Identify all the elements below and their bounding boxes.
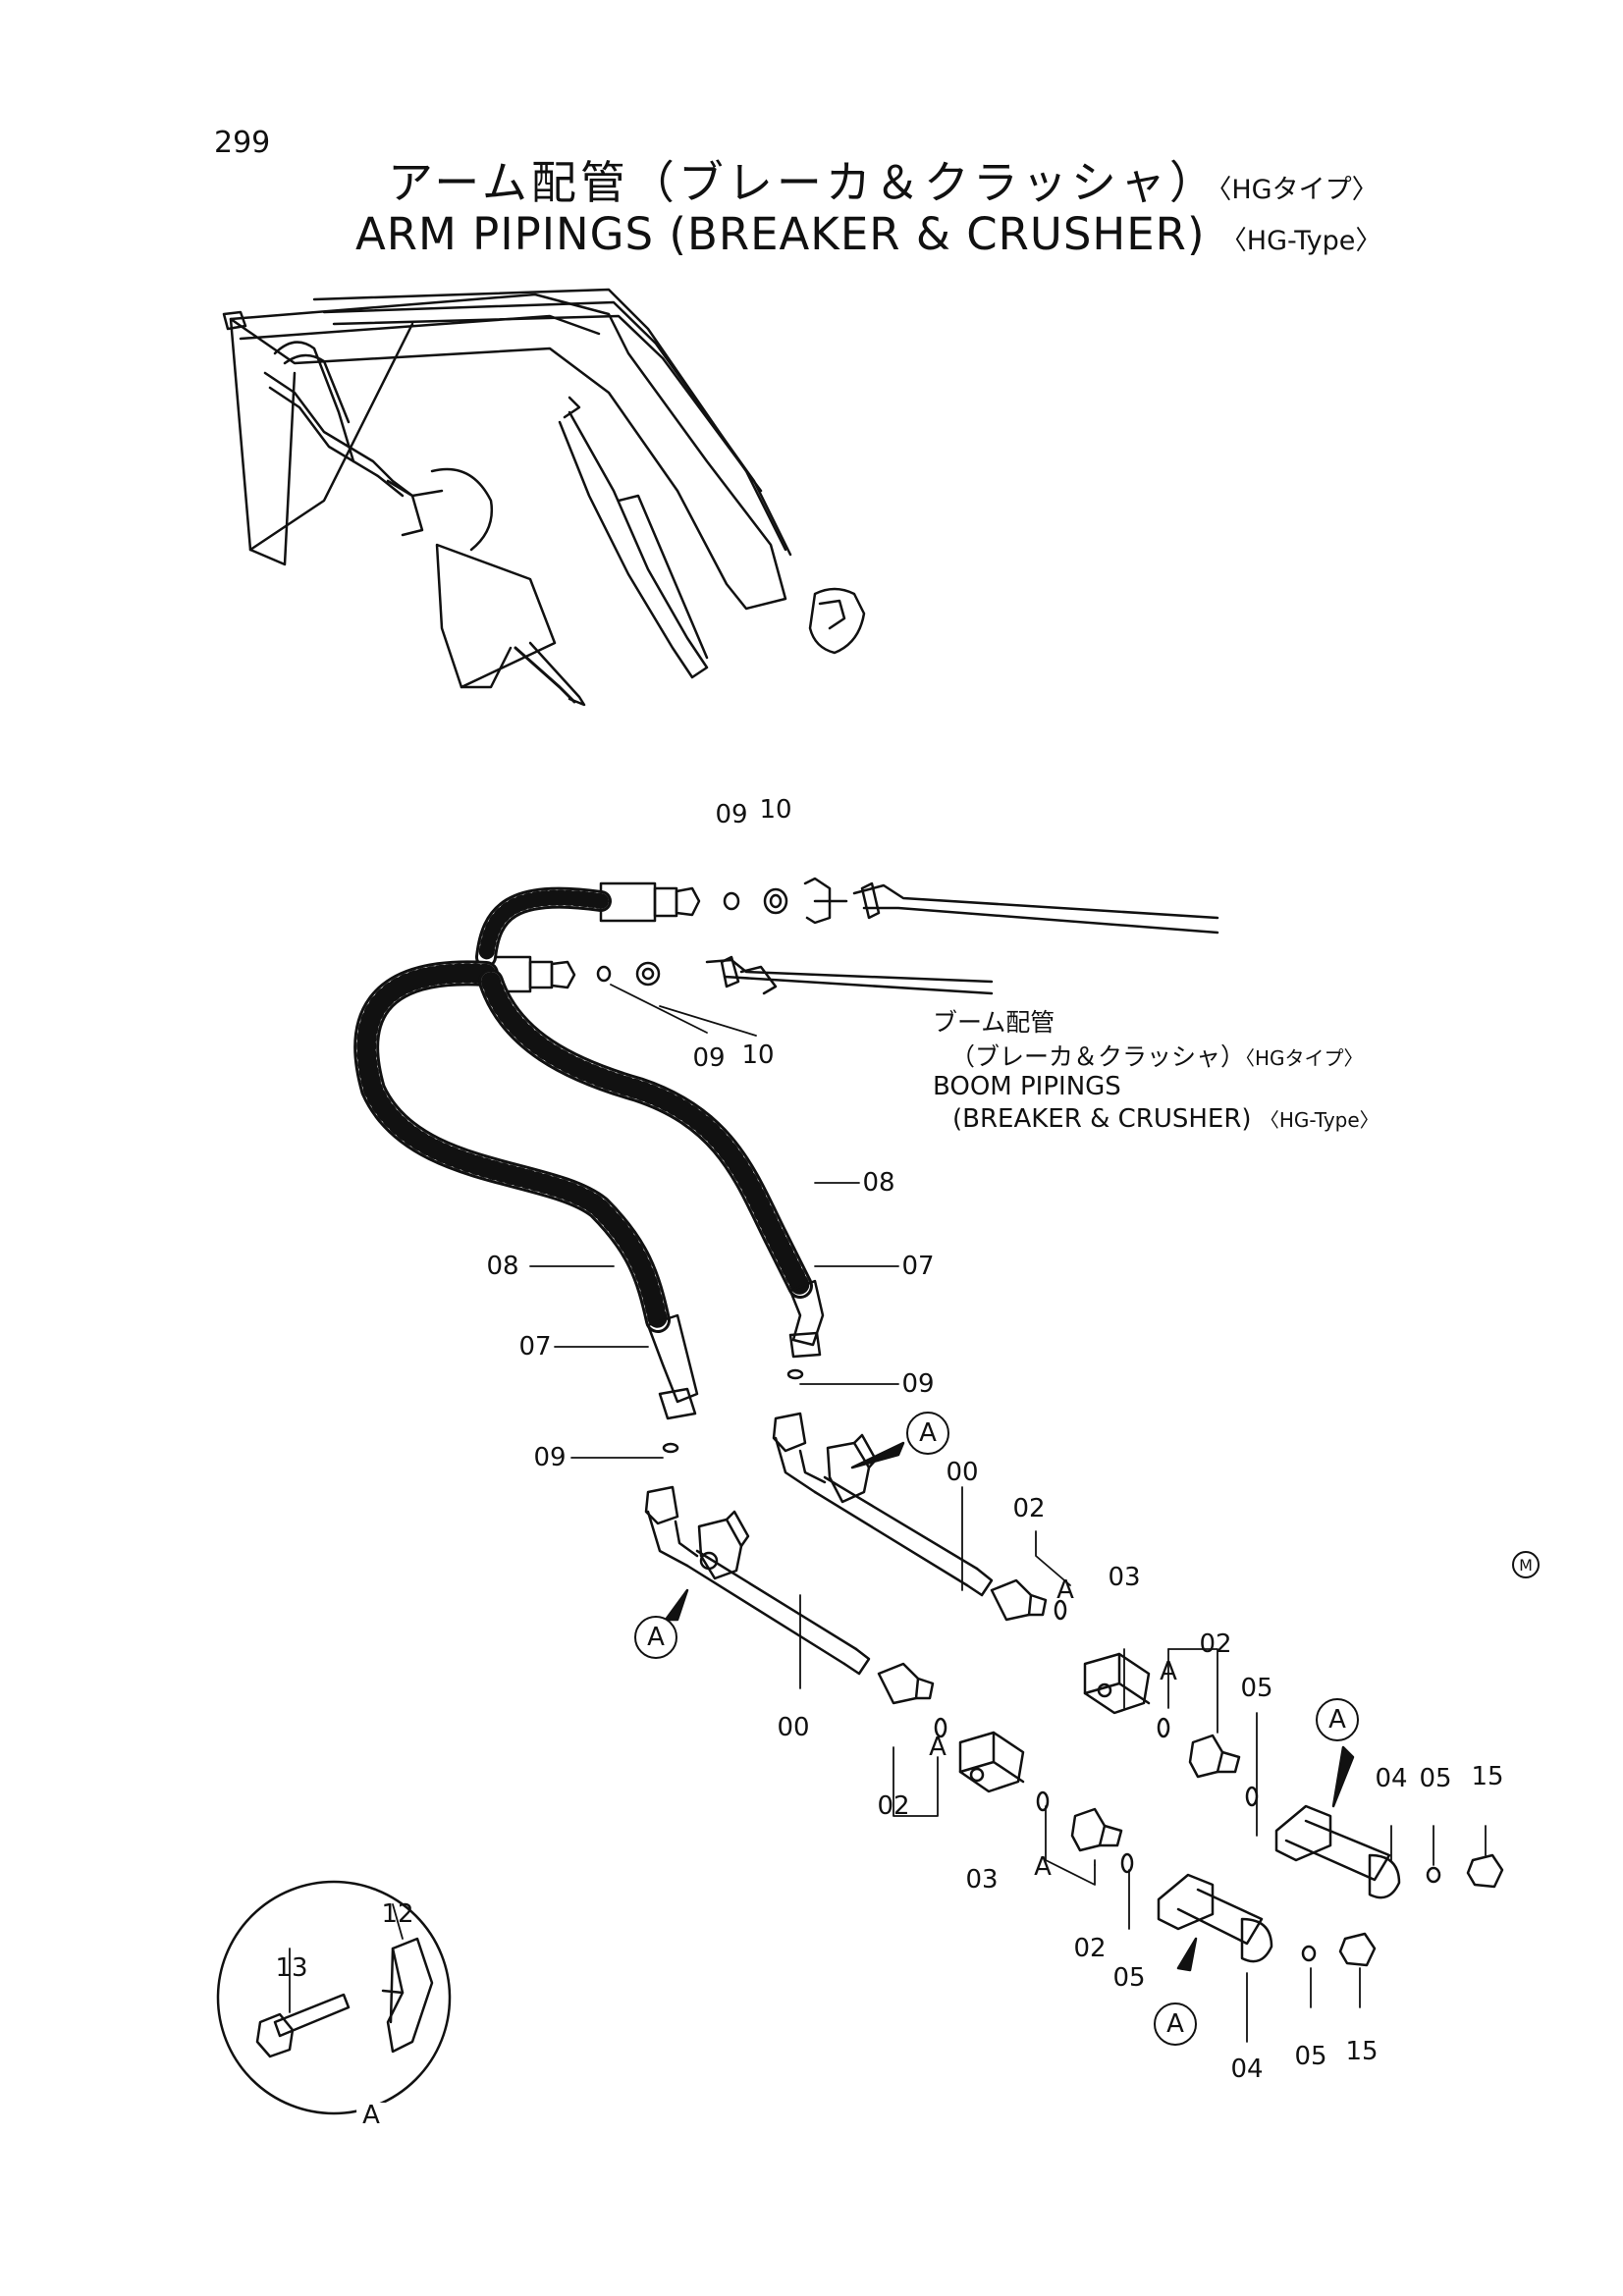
corrugated-hoses [353, 886, 813, 1333]
callout-part: 09 [901, 1369, 935, 1399]
callout-part: 09 [692, 1043, 726, 1073]
callout-part: 07 [518, 1332, 552, 1362]
view-a-letter: A [1056, 1575, 1074, 1605]
reference-jp-line2: （ブレーカ＆クラッシャ）〈HGタイプ〉 [950, 1038, 1364, 1073]
callout-part: 10 [759, 795, 792, 825]
view-a-letter: A [929, 1733, 947, 1762]
callout-part: 00 [946, 1458, 979, 1487]
page-number: 299 [214, 126, 271, 160]
callout-part: 04 [1375, 1764, 1408, 1793]
hose-end-fittings [646, 1279, 825, 1420]
reference-en-line1: BOOM PIPINGS [933, 1072, 1121, 1101]
callout-part: 05 [1240, 1674, 1273, 1703]
callout-part: 10 [741, 1041, 775, 1070]
right-pipe-assembly [772, 1412, 1504, 1899]
view-a-bubble: A [1154, 2002, 1197, 2046]
seals [596, 887, 1441, 1962]
callout-part: 02 [1012, 1494, 1046, 1523]
title-jp-main: アーム配管（ブレーカ＆クラッシャ） [388, 156, 1218, 209]
callout-part: 00 [777, 1713, 810, 1742]
view-a-bubble: A [1316, 1698, 1359, 1741]
callout-part: 08 [862, 1168, 895, 1198]
reference-en-main: (BREAKER & CRUSHER) [952, 1104, 1252, 1134]
callout-part: 05 [1419, 1764, 1452, 1793]
callout-part: 05 [1294, 2042, 1327, 2071]
callout-part: 15 [1471, 1762, 1504, 1791]
callout-part: 09 [715, 800, 748, 829]
detail-view-a [216, 1880, 452, 2115]
left-pipe-assembly [644, 1485, 1377, 1967]
callout-part: 08 [486, 1252, 519, 1281]
callout-part: 12 [381, 1899, 414, 1929]
callout-part: 09 [533, 1443, 567, 1472]
callout-part: 05 [1112, 1963, 1146, 1993]
title-jp-type: 〈HGタイプ〉 [1217, 175, 1379, 205]
reference-en-line2: (BREAKER & CRUSHER) 〈HG-Type〉 [952, 1104, 1380, 1134]
callout-part: 07 [901, 1252, 935, 1281]
reference-jp-main: （ブレーカ＆クラッシャ） [950, 1042, 1246, 1071]
title-english: ARM PIPINGS (BREAKER & CRUSHER) 〈HG-Type… [355, 208, 1381, 260]
callout-part: 02 [1199, 1629, 1232, 1659]
callout-part: 13 [275, 1953, 308, 1983]
callout-part: 03 [1108, 1563, 1141, 1592]
callout-part: 03 [965, 1865, 999, 1895]
detail-view-label: A [356, 2103, 386, 2128]
view-pointers [664, 1441, 1355, 1972]
reference-jp-type: 〈HGタイプ〉 [1245, 1046, 1364, 1070]
machine-overview-drawing [222, 288, 866, 707]
callout-part: 02 [1073, 1934, 1107, 1963]
m-mark-icon: M [1512, 1551, 1540, 1578]
title-en-type: 〈HG-Type〉 [1219, 226, 1382, 256]
callout-part: 15 [1345, 2037, 1379, 2066]
callout-part: 04 [1230, 2055, 1264, 2084]
view-a-letter: A [1160, 1657, 1177, 1686]
title-japanese: アーム配管（ブレーカ＆クラッシャ）〈HGタイプ〉 [388, 147, 1379, 212]
view-a-bubble: A [906, 1412, 949, 1455]
view-a-letter: A [1034, 1852, 1052, 1882]
reference-jp-line1: ブーム配管 [933, 1008, 1055, 1037]
upper-hose-fittings [484, 877, 1219, 995]
callout-part: 02 [877, 1791, 910, 1821]
leader-lines [529, 984, 1487, 2043]
reference-en-type: 〈HG-Type〉 [1259, 1108, 1380, 1132]
title-en-main: ARM PIPINGS (BREAKER & CRUSHER) [355, 208, 1206, 260]
view-a-bubble: A [634, 1616, 677, 1659]
